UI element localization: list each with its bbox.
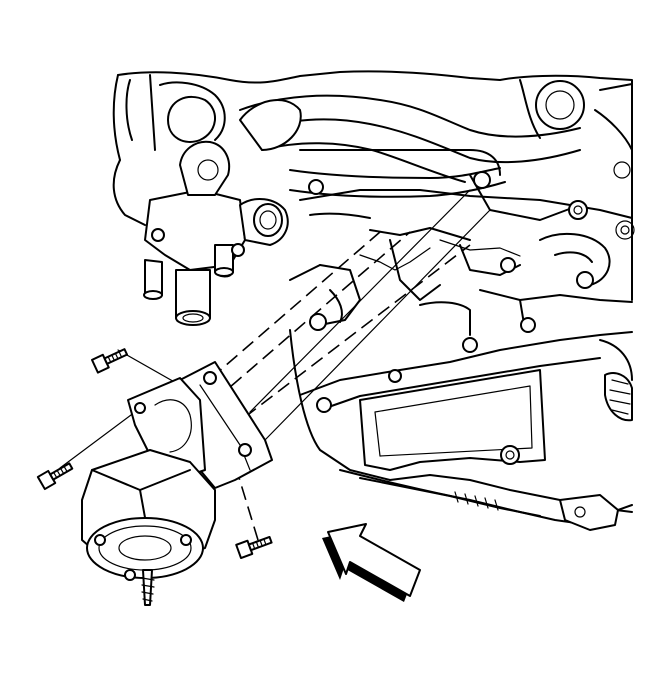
alignment-lines	[59, 189, 491, 541]
mount-bracket	[127, 361, 273, 489]
engine-mount	[81, 449, 216, 606]
oil-pan	[289, 329, 633, 531]
engine-block	[112, 70, 635, 353]
bolt-upper-left	[90, 348, 129, 374]
direction-arrow	[322, 523, 421, 602]
bolt-lower-center	[235, 535, 273, 559]
bolt-lower-left	[36, 462, 74, 491]
thermostat-housing	[143, 140, 289, 326]
